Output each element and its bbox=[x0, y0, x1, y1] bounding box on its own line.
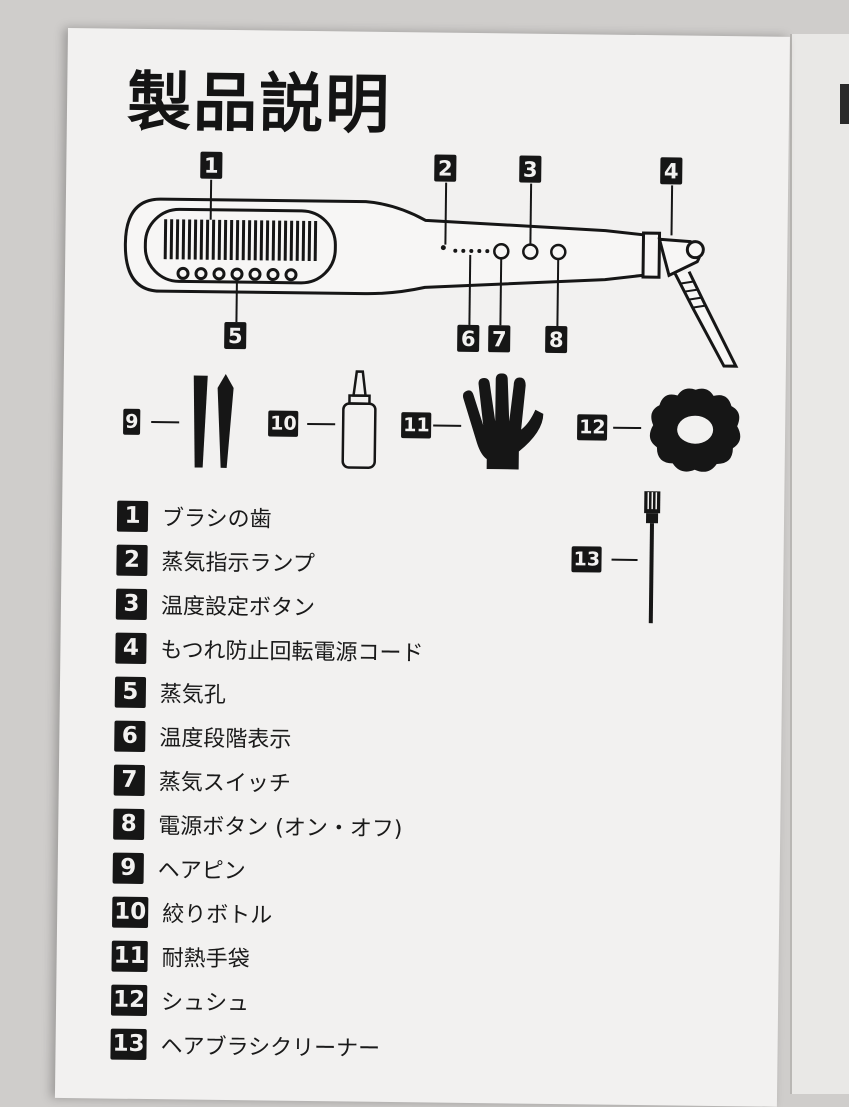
swivel-ring bbox=[687, 242, 703, 258]
legend-item: 5 蒸気孔 bbox=[115, 675, 226, 710]
next-page-edge bbox=[790, 34, 849, 1094]
legend-label: ブラシの歯 bbox=[162, 500, 272, 533]
legend-number: 10 bbox=[112, 896, 148, 927]
legend-number: 7 bbox=[114, 764, 145, 795]
legend-item: 10 絞りボトル bbox=[112, 895, 272, 931]
next-page-mark bbox=[840, 84, 849, 124]
legend-label: 温度設定ボタン bbox=[161, 588, 315, 622]
legend-number: 3 bbox=[116, 588, 147, 619]
callout-4: 4 bbox=[660, 157, 682, 184]
legend-label: もつれ防止回転電源コード bbox=[160, 632, 423, 667]
legend-item: 8 電源ボタン (オン・オフ) bbox=[113, 807, 403, 845]
legend-item: 1 ブラシの歯 bbox=[117, 499, 272, 535]
callout-5: 5 bbox=[224, 322, 246, 349]
legend-number: 9 bbox=[113, 852, 144, 883]
accessory-label-9: 9 bbox=[123, 409, 141, 435]
accessory-label-12: 12 bbox=[577, 414, 608, 440]
legend-number: 1 bbox=[117, 500, 148, 531]
legend-item: 6 温度段階表示 bbox=[114, 719, 291, 755]
callout-6: 6 bbox=[457, 325, 479, 352]
legend-label: 絞りボトル bbox=[162, 896, 272, 929]
legend-label: ヘアブラシクリーナー bbox=[160, 1028, 380, 1063]
cord-collar bbox=[643, 233, 660, 277]
legend-label: 蒸気孔 bbox=[160, 676, 226, 709]
squeeze-bottle-icon bbox=[339, 367, 380, 471]
callout-7: 7 bbox=[488, 325, 510, 352]
legend-number: 5 bbox=[115, 676, 146, 707]
accessory-label-11: 11 bbox=[401, 412, 432, 438]
legend-number: 11 bbox=[111, 940, 147, 971]
legend-label: 電源ボタン (オン・オフ) bbox=[158, 808, 403, 843]
legend-label: シュシュ bbox=[161, 984, 249, 1017]
callout-3: 3 bbox=[519, 156, 541, 183]
accessory-label-13: 13 bbox=[571, 546, 602, 572]
legend-label: 温度段階表示 bbox=[159, 720, 291, 754]
legend-item: 2 蒸気指示ランプ bbox=[116, 543, 315, 579]
power-cord bbox=[674, 271, 737, 366]
callout-2: 2 bbox=[434, 154, 456, 181]
callout-1: 1 bbox=[200, 152, 222, 179]
legend-label: 蒸気スイッチ bbox=[159, 764, 291, 798]
accessory-label-10: 10 bbox=[268, 410, 299, 436]
legend-number: 4 bbox=[115, 632, 146, 663]
legend-number: 8 bbox=[113, 808, 144, 839]
legend-item: 4 もつれ防止回転電源コード bbox=[115, 631, 424, 669]
legend-number: 2 bbox=[116, 544, 147, 575]
legend-number: 13 bbox=[110, 1028, 146, 1059]
legend-item: 9 ヘアピン bbox=[113, 851, 246, 887]
cleaning-brush-icon bbox=[639, 491, 665, 625]
accessory-line-10 bbox=[307, 423, 335, 425]
accessory-line-13 bbox=[612, 559, 638, 561]
scrunchie-icon bbox=[647, 385, 744, 476]
legend-item: 11 耐熱手袋 bbox=[111, 939, 249, 975]
accessory-line-9 bbox=[151, 421, 179, 423]
legend-item: 7 蒸気スイッチ bbox=[114, 763, 291, 799]
legend-number: 12 bbox=[111, 984, 147, 1015]
accessory-line-11 bbox=[433, 424, 461, 426]
legend-number: 6 bbox=[114, 720, 145, 751]
legend-item: 12 シュシュ bbox=[111, 983, 249, 1019]
heat-resistant-glove-icon bbox=[459, 373, 546, 470]
manual-page: 製品説明 bbox=[55, 28, 790, 1107]
hair-pin-icon bbox=[183, 367, 240, 468]
legend-item: 3 温度設定ボタン bbox=[116, 587, 315, 623]
accessory-line-12 bbox=[613, 427, 641, 429]
legend-label: 耐熱手袋 bbox=[161, 940, 249, 973]
legend-label: ヘアピン bbox=[158, 852, 246, 885]
legend-label: 蒸気指示ランプ bbox=[161, 544, 315, 578]
legend-item: 13 ヘアブラシクリーナー bbox=[110, 1027, 380, 1064]
callout-8: 8 bbox=[545, 326, 567, 353]
